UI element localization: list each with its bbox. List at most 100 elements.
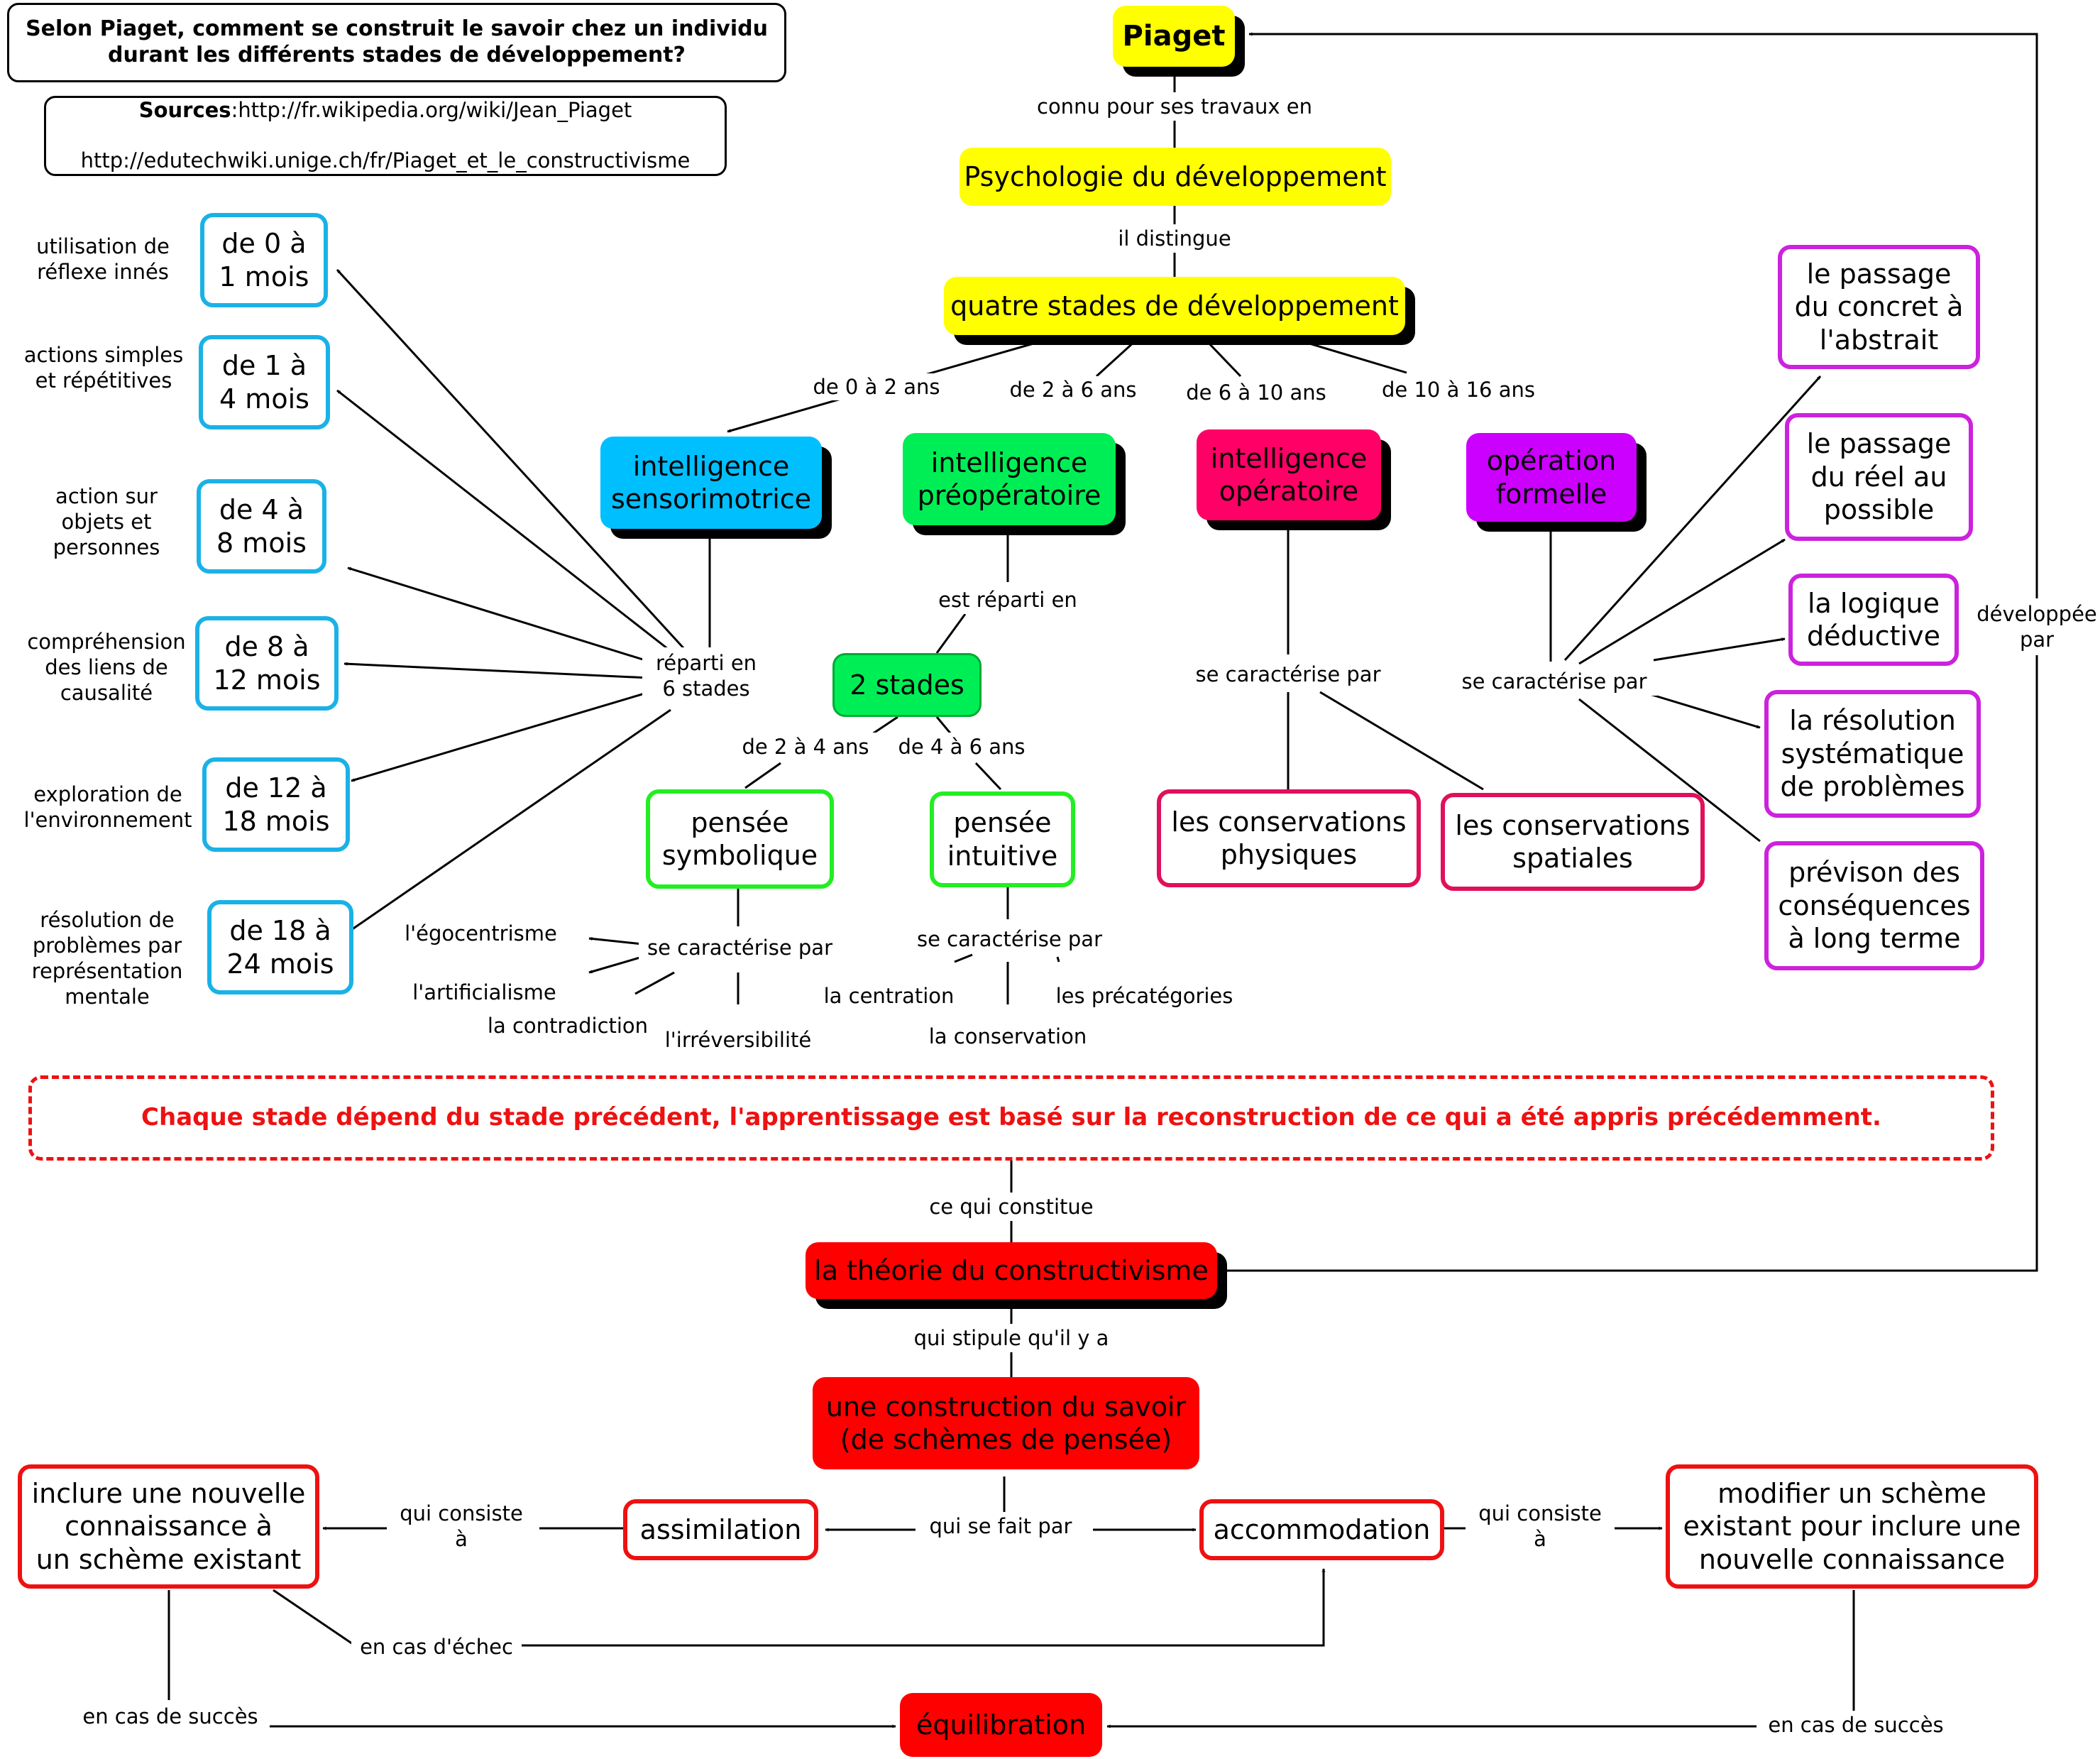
link-label-distingue: il distingue (1107, 224, 1242, 253)
link-label-succes-right: en cas de succès (1757, 1711, 1955, 1739)
link-reparti-2stades (935, 613, 967, 654)
link-inclure-echec (273, 1589, 356, 1647)
link-label-connu: connu pour ses travaux en (1022, 92, 1327, 121)
link-label-car-op: se caractérise par (1185, 660, 1391, 689)
construction-node: une construction du savoir (de schèmes d… (813, 1377, 1199, 1469)
sensorimotrice-node: intelligence sensorimotrice (600, 437, 822, 529)
passage-reel-node: le passage du réel au possible (1785, 413, 1973, 541)
note-precategories: les précatégories (1055, 983, 1233, 1008)
note-12-18: exploration de l'environnement (23, 782, 192, 832)
piaget-node: Piaget (1113, 6, 1235, 67)
sources-line1: :http://fr.wikipedia.org/wiki/Jean_Piage… (231, 98, 632, 123)
note-1-4: actions simples et répétitives (23, 342, 184, 393)
link-car-ego (588, 936, 643, 946)
link-label-car-sym: se caractérise par (639, 933, 841, 962)
link-label-6-10: de 6 à 10 ans (1178, 379, 1334, 406)
link-formcar-reel (1578, 538, 1786, 665)
age-8-12-node: de 8 à 12 mois (195, 616, 339, 711)
link-stades-form (1294, 338, 1407, 374)
note-contradiction: la contradiction (487, 1013, 649, 1038)
link-reparti-12-18 (351, 691, 650, 782)
note-8-12: compréhension des liens de causalité (27, 629, 186, 706)
link-label-2-4: de 2 à 4 ans (735, 733, 876, 761)
note-irreversibilite: l'irréversibilité (664, 1027, 812, 1052)
link-label-car-form: se caractérise par (1451, 667, 1657, 696)
quatre-stades-node: quatre stades de développement (944, 277, 1405, 335)
link-label-est-reparti: est réparti en (926, 586, 1089, 614)
link-label-consiste-left: qui consiste à (387, 1498, 536, 1555)
accommodation-node: accommodation (1199, 1499, 1444, 1560)
link-stades-preop (1095, 339, 1137, 378)
note-conservation: la conservation (928, 1024, 1087, 1048)
pensee-intuitive-node: pensée intuitive (930, 791, 1075, 887)
banner-box: Chaque stade dépend du stade précédent, … (28, 1075, 1994, 1161)
age-4-8-node: de 4 à 8 mois (197, 479, 326, 574)
note-centration: la centration (823, 983, 955, 1008)
link-car-contra (634, 971, 675, 995)
link-label-reparti-6: réparti en 6 stades (642, 647, 770, 704)
prevision-node: prévison des conséquences à long terme (1764, 841, 1984, 970)
link-echec-accom (522, 1568, 1326, 1647)
age-12-18-node: de 12 à 18 mois (202, 757, 350, 852)
age-18-24-node: de 18 à 24 mois (207, 900, 353, 994)
link-label-echec: en cas d'échec (351, 1633, 522, 1661)
sources-label: Sources (138, 98, 231, 123)
link-car-artif (588, 955, 643, 974)
link-reparti-0-1 (336, 268, 686, 651)
link-formcar-concret (1563, 375, 1822, 662)
note-0-1: utilisation de réflexe innés (36, 234, 170, 284)
preoperatoire-node: intelligence préopératoire (903, 433, 1116, 525)
sources-content: Sources:http://fr.wikipedia.org/wiki/Jea… (81, 73, 691, 199)
pensee-symbolique-node: pensée symbolique (646, 789, 834, 889)
deux-stades-node: 2 stades (832, 653, 982, 717)
psychologie-node: Psychologie du développement (960, 148, 1391, 206)
link-formcar-resol (1642, 691, 1761, 729)
inclure-node: inclure une nouvelle connaissance à un s… (18, 1464, 319, 1589)
formelle-node: opération formelle (1466, 433, 1637, 522)
question-box: Selon Piaget, comment se construit le sa… (7, 3, 786, 82)
equilibration-node: équilibration (900, 1693, 1102, 1757)
link-label-se-fait: qui se fait par (919, 1512, 1082, 1540)
sources-line2: http://edutechwiki.unige.ch/fr/Piaget_et… (80, 148, 691, 173)
link-label-constitue: ce qui constitue (912, 1193, 1111, 1221)
resolution-node: la résolution systématique de problèmes (1764, 690, 1981, 818)
link-label-developpee: développée par (1973, 598, 2100, 655)
note-18-24: résolution de problèmes par représentati… (31, 907, 183, 1009)
cons-physiques-node: les conservations physiques (1157, 789, 1421, 887)
modifier-node: modifier un schème existant pour inclure… (1666, 1464, 2038, 1589)
link-label-succes-left: en cas de succès (71, 1702, 270, 1731)
link-reparti-18-24 (351, 708, 671, 931)
age-0-1-node: de 0 à 1 mois (200, 213, 328, 307)
link-formcar-prev (1578, 698, 1761, 843)
question-text: Selon Piaget, comment se construit le sa… (26, 16, 768, 67)
link-label-10-16: de 10 à 16 ans (1373, 376, 1544, 403)
operatoire-node: intelligence opératoire (1197, 429, 1381, 520)
link-reparti-1-4 (336, 389, 678, 658)
link-formcar-logique (1653, 637, 1786, 662)
link-opcar-spat (1319, 691, 1484, 791)
link-stades-op (1205, 339, 1242, 378)
link-label-4-6: de 4 à 6 ans (891, 733, 1033, 761)
note-4-8: action sur objets et personnes (53, 483, 160, 560)
age-1-4-node: de 1 à 4 mois (199, 335, 330, 429)
link-reparti-8-12 (343, 662, 650, 679)
link-car-centr (954, 953, 973, 963)
note-egocentrisme: l'égocentrisme (405, 921, 557, 946)
link-label-stipule: qui stipule qu'il y a (894, 1324, 1128, 1352)
link-label-car-int: se caractérise par (908, 925, 1111, 953)
sources-box: Sources:http://fr.wikipedia.org/wiki/Jea… (44, 96, 727, 176)
link-reparti-4-8 (347, 566, 657, 665)
link-label-2-6: de 2 à 6 ans (1002, 376, 1144, 403)
assimilation-node: assimilation (623, 1499, 818, 1560)
theorie-node: la théorie du constructivisme (806, 1242, 1217, 1299)
passage-concret-node: le passage du concret à l'abstrait (1778, 245, 1980, 369)
link-label-0-2: de 0 à 2 ans (806, 373, 947, 400)
note-artificialisme: l'artificialisme (412, 980, 556, 1004)
cons-spatiales-node: les conservations spatiales (1441, 793, 1705, 891)
logique-node: la logique déductive (1788, 574, 1959, 666)
link-label-consiste-right: qui consiste à (1466, 1498, 1615, 1555)
link-46-intu (974, 762, 1002, 791)
link-car-precat (1056, 956, 1060, 963)
link-24-symb (744, 762, 781, 789)
